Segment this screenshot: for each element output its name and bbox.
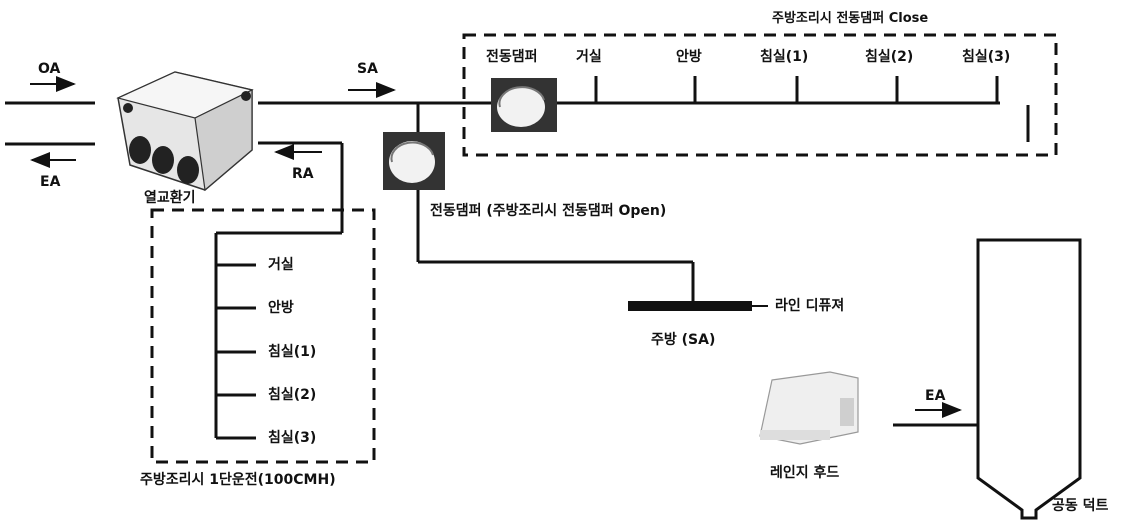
- stage1-label: 주방조리시 1단운전(100CMH): [140, 472, 336, 488]
- left-room-label: 침실(3): [268, 430, 317, 446]
- stage1-zone: [150, 208, 376, 464]
- common-duct-label: 공동 덕트: [1052, 498, 1109, 514]
- kitchen-sa-label: 주방 (SA): [651, 332, 716, 348]
- left-room-label: 거실: [268, 257, 294, 273]
- damper-open-label: 전동댐퍼 (주방조리시 전동댐퍼 Open): [430, 203, 667, 219]
- top-room-label: 침실(1): [760, 49, 809, 65]
- left-pipes: [5, 101, 95, 146]
- top-room-label: 침실(2): [865, 49, 914, 65]
- damper-top-label: 전동댐퍼: [486, 49, 538, 65]
- heat-exchanger-unit: [116, 71, 254, 192]
- close-damper-title: 주방조리시 전동댐퍼 Close: [772, 11, 929, 26]
- range-hood-device: [759, 371, 859, 445]
- common-duct-shaft: [976, 238, 1082, 520]
- sa-main-duct: [258, 76, 1030, 142]
- damper-top-device: [491, 78, 557, 132]
- left-room-label: 침실(1): [268, 344, 317, 360]
- line-diffuser-label: 라인 디퓨져: [775, 298, 845, 314]
- ea-right-label: EA: [925, 388, 946, 404]
- line-diffuser-bar: [628, 301, 752, 311]
- top-room-label: 안방: [676, 49, 702, 65]
- range-hood-label: 레인지 후드: [770, 465, 840, 481]
- left-room-label: 안방: [268, 300, 294, 316]
- left-room-label: 침실(2): [268, 387, 317, 403]
- ea-left-label: EA: [40, 174, 61, 190]
- top-room-label: 침실(3): [962, 49, 1011, 65]
- sa-label: SA: [357, 61, 378, 77]
- damper-open-device: [383, 132, 445, 190]
- ra-return-duct: [214, 141, 344, 440]
- top-room-label: 거실: [576, 49, 602, 65]
- ra-label: RA: [292, 166, 314, 182]
- oa-label: OA: [38, 61, 61, 77]
- close-damper-zone: [462, 33, 1058, 157]
- heat-exchanger-label: 열교환기: [144, 190, 196, 206]
